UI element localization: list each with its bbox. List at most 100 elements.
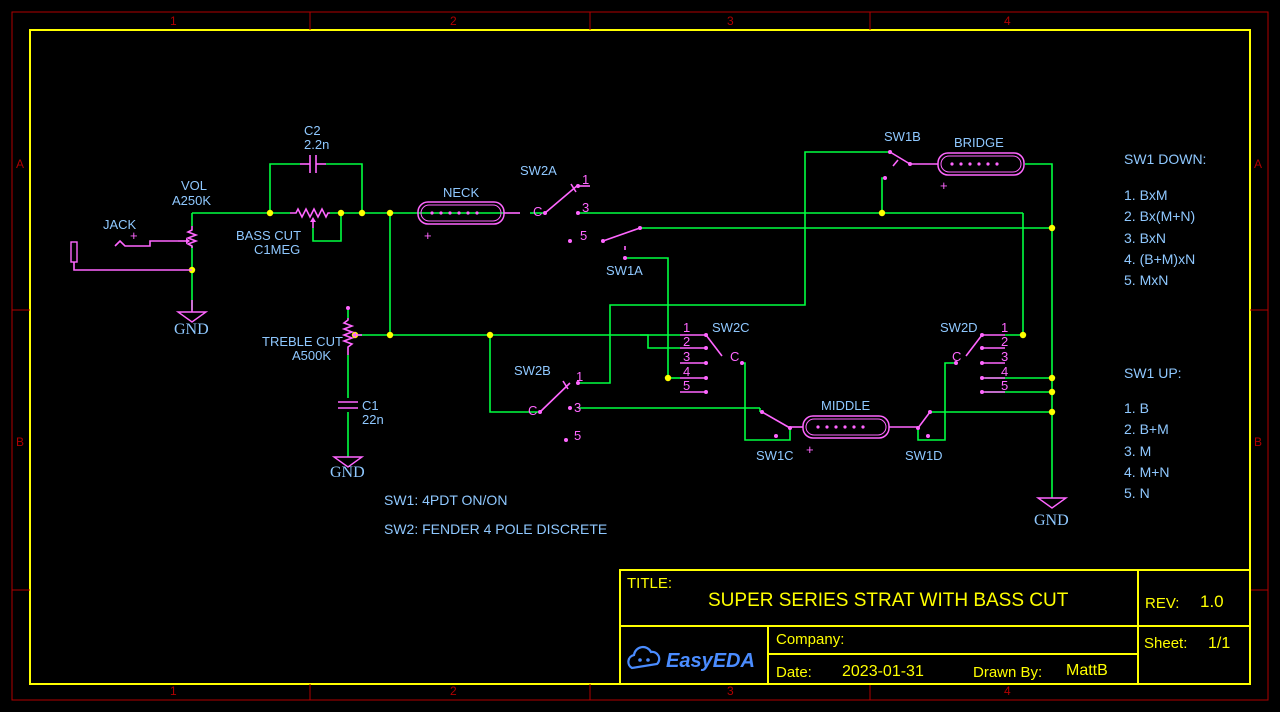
switch-sw2b: C 1 3 5 SW2B [514,363,583,443]
drawing-frame: 1 2 3 4 1 2 3 4 A B A B [11,11,1269,701]
switch-sw1c: SW1C [756,410,794,463]
sw2a-pin-3: 3 [582,200,589,215]
ruler-col-1-top: 1 [170,14,177,28]
switch-sw2d: 1 2 3 4 5 C SW2D [940,320,1008,394]
ruler-col-2-bottom: 2 [450,684,457,698]
sw2c-pin-3: 3 [683,349,690,364]
bridge-plus: + [940,178,948,193]
jack-label: JACK [103,217,137,232]
sw2a-label: SW2A [520,163,557,178]
sw1-down-item: 2. Bx(M+N) [1124,208,1195,224]
sw1a-label: SW1A [606,263,643,278]
sw2c-pin-1: 1 [683,320,690,335]
easyeda-logo: EasyEDA [627,645,755,672]
jack-symbol: + JACK [70,217,192,271]
capacitor-c2: C2 2.2n [300,123,329,173]
treble-cut-value: A500K [292,348,331,363]
ruler-col-4-top: 4 [1004,14,1011,28]
gnd-label-c1: GND [330,464,365,481]
switch-sw2c: 1 2 3 4 5 C SW2C [680,320,750,394]
ruler-col-2-top: 2 [450,14,457,28]
capacitor-c1: C1 22n [338,398,384,427]
vol-label: VOL [181,178,207,193]
jack-plus: + [130,228,138,243]
note-sw2: SW2: FENDER 4 POLE DISCRETE [384,521,607,537]
sw1-up-item: 3. M [1124,443,1151,459]
vol-pot: VOL A250K [172,178,211,248]
sw1d-label: SW1D [905,448,943,463]
wires [191,151,1053,498]
sw2c-pin-c: C [730,349,739,364]
sw2c-pin-5: 5 [683,378,690,393]
ruler-row-a-left: A [16,157,24,171]
sw1-up-item: 4. M+N [1124,464,1170,480]
sw1-up-item: 1. B [1124,400,1149,416]
treble-cut-pot: TREBLE CUT A500K [262,306,362,363]
sw1-down-item: 4. (B+M)xN [1124,251,1195,267]
gnd-label-right: GND [1034,512,1069,529]
sw2c-pin-4: 4 [683,364,690,379]
switch-sw2a: C 1 3 5 SW2A [520,163,590,243]
bass-cut-value: C1MEG [254,242,300,257]
treble-cut-label: TREBLE CUT [262,334,343,349]
date-label: Date: [776,664,812,681]
note-sw1: SW1: 4PDT ON/ON [384,492,507,508]
bass-cut-label: BASS CUT [236,228,301,243]
title-label: TITLE: [627,575,672,592]
drawn-by-value: MattB [1066,662,1108,679]
pickup-middle: MIDDLE + [790,398,918,457]
sw2b-pin-3: 3 [574,400,581,415]
sw2d-pin-4: 4 [1001,364,1008,379]
sheet-label: Sheet: [1144,635,1187,652]
c2-label: C2 [304,123,321,138]
ruler-row-b-left: B [16,435,24,449]
sw2b-pin-1: 1 [576,369,583,384]
sheet-value: 1/1 [1208,635,1230,652]
switch-sw1b: SW1B [883,129,921,180]
date-value: 2023-01-31 [842,663,924,680]
ruler-col-4-bottom: 4 [1004,684,1011,698]
pickup-neck: NECK + [417,185,520,243]
sw2c-pin-2: 2 [683,334,690,349]
rev-value: 1.0 [1200,592,1224,611]
neck-plus: + [424,228,432,243]
ruler-col-3-bottom: 3 [727,684,734,698]
sw2c-label: SW2C [712,320,750,335]
sw1c-label: SW1C [756,448,794,463]
title-block: TITLE: SUPER SERIES STRAT WITH BASS CUT … [619,569,1251,685]
switch-notes: SW1: 4PDT ON/ON SW2: FENDER 4 POLE DISCR… [384,492,607,537]
sw1-down-item: 1. BxM [1124,187,1168,203]
sw1-up-title: SW1 UP: [1124,365,1182,381]
sw2d-label: SW2D [940,320,978,335]
junctions [188,209,1056,416]
gnd-symbol-right: GND [1034,497,1069,529]
sw1b-label: SW1B [884,129,921,144]
switch-sw1d: SW1D [905,410,943,463]
easyeda-logo-text: EasyEDA [666,650,755,672]
c1-value: 22n [362,412,384,427]
sw2b-pin-c: C [528,403,537,418]
gnd-label-vol: GND [174,321,209,338]
sw1-down-item: 3. BxN [1124,230,1166,246]
sw1-up-item: 5. N [1124,485,1150,501]
c1-label: C1 [362,398,379,413]
ruler-row-b-right: B [1254,435,1262,449]
bass-cut-pot: BASS CUT C1MEG [236,207,330,257]
gnd-symbol-vol: GND [174,300,209,338]
ruler-row-a-right: A [1254,157,1262,171]
gnd-symbol-c1: GND [330,456,365,481]
c2-value: 2.2n [304,137,329,152]
sw2a-pin-5: 5 [580,228,587,243]
sw1-down-legend: SW1 DOWN: 1. BxM 2. Bx(M+N) 3. BxN 4. (B… [1124,151,1206,288]
rev-label: REV: [1145,595,1179,612]
ruler-col-1-bottom: 1 [170,684,177,698]
sw2a-pin-1: 1 [582,172,589,187]
sw2d-pin-1: 1 [1001,320,1008,335]
sw2d-pin-2: 2 [1001,334,1008,349]
sw1-down-item: 5. MxN [1124,272,1168,288]
sw2d-pin-5: 5 [1001,378,1008,393]
drawn-by-label: Drawn By: [973,664,1042,681]
pickup-bridge: BRIDGE + [910,135,1025,193]
middle-plus: + [806,442,814,457]
